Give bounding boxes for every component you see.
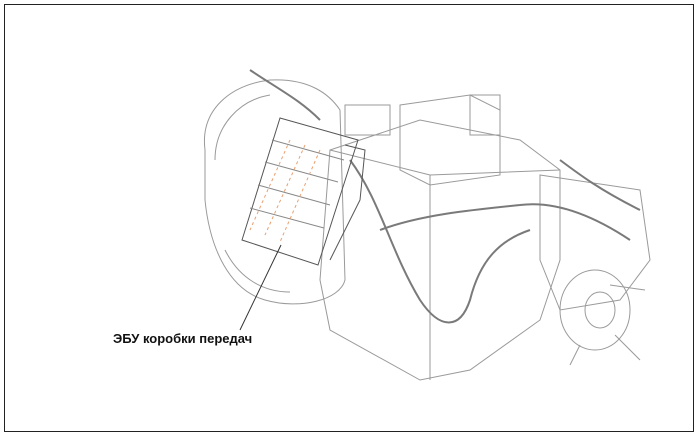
rear-housing [539,174,651,311]
output-flange [559,269,631,351]
callout-leader-line [239,244,282,331]
wiring-harness [249,69,641,324]
bell-housing [203,79,346,305]
ecu-unit [241,117,366,266]
ecu-callout-label: ЭБУ коробки передач [113,331,253,346]
figure-frame [4,4,694,432]
gearbox-body [319,119,561,381]
